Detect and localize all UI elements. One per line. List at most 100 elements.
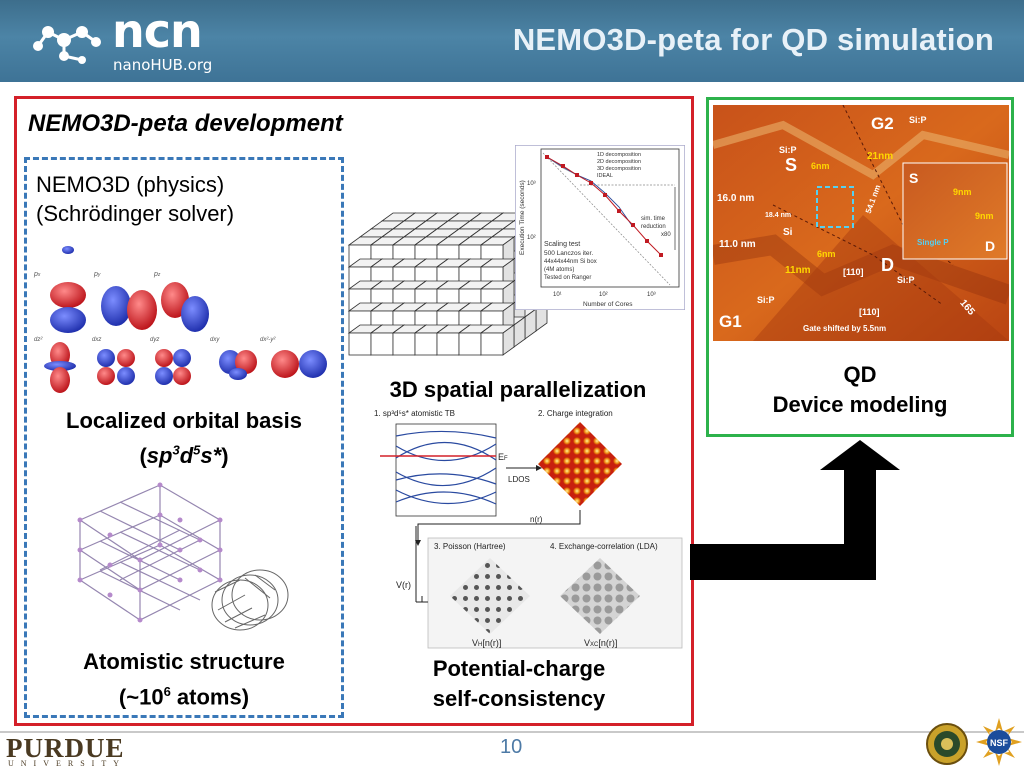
pz-orbital-icon: [161, 282, 209, 332]
dxz-orbital-icon: [97, 349, 135, 385]
py-orbital-icon: [101, 286, 157, 330]
potential-caption: Potential-charge self-consistency: [392, 654, 646, 714]
label-sip-4: Si:P: [897, 275, 915, 285]
chart-annot-reduction-3: x80: [661, 232, 671, 238]
flow-step-4: 4. Exchange-correlation (LDA): [550, 542, 658, 551]
development-title: NEMO3D-peta development: [28, 110, 343, 137]
flow-step-2: 2. Charge integration: [538, 409, 613, 418]
inset-label-d: D: [985, 238, 995, 254]
development-box: [14, 96, 694, 726]
label-6nm-a: 6nm: [811, 161, 830, 171]
atomistic-sup-6: 6: [163, 684, 171, 699]
label-110-a: [110]: [843, 267, 864, 277]
ncn-logo-text: ncn: [112, 4, 203, 58]
page-number: 10: [500, 736, 523, 758]
atomistic-caption: Atomistic structure (~106 atoms): [36, 647, 332, 712]
inset-label-9nm-b: 9nm: [975, 211, 994, 221]
label-g1: G1: [719, 312, 742, 331]
chart-annot-test-5: Tested on Ranger: [544, 275, 591, 281]
orbital-sp: sp: [146, 443, 173, 469]
label-s: S: [785, 155, 797, 175]
chart-annot-reduction-1: sim. time: [641, 216, 666, 222]
vxc-label: VXC[n(r)]: [584, 638, 617, 648]
dz2-orbital-icon: [44, 342, 76, 393]
qd-zoom-region: [816, 186, 854, 228]
orbital-close-paren: ): [221, 443, 229, 469]
orbital-label-pz: pz: [153, 271, 161, 278]
flow-step-3: 3. Poisson (Hartree): [434, 542, 506, 551]
orbital-label-dxz: dxz: [92, 337, 101, 343]
label-sip-3: Si:P: [757, 295, 775, 305]
s-orbital-icon: [62, 246, 74, 254]
qd-caption: QD Device modeling: [710, 360, 1010, 420]
orbital-label-dyz: dyz: [150, 337, 159, 343]
label-sip-2: Si:P: [779, 145, 797, 155]
flow-arrow-icon: [690, 440, 900, 580]
chart-ytick-1000: 10³: [527, 181, 536, 187]
potential-caption-line-2: self-consistency: [432, 686, 606, 711]
flow-step-1: 1. sp³d⁵s* atomistic TB: [374, 409, 455, 418]
label-g2: G2: [871, 114, 894, 133]
orbital-caption: Localized orbital basis (sp3d5s*): [36, 406, 332, 471]
chart-ytick-100: 10²: [527, 235, 536, 241]
orbital-label-dxy: dxy: [210, 337, 220, 343]
label-sip-1: Si:P: [909, 115, 927, 125]
seal-logo-icon: [926, 723, 968, 765]
dxy-orbital-icon: [219, 350, 257, 380]
atomistic-pre: (~10: [118, 684, 164, 710]
orbital-sup-5: 5: [193, 443, 201, 458]
atomistic-post: atoms): [170, 684, 250, 710]
band-structure-plot: EF: [380, 423, 508, 517]
orbital-label-py: py: [93, 271, 101, 278]
chart-annot-reduction-2: reduction: [641, 224, 666, 230]
chart-legend-ideal: IDEAL: [597, 173, 613, 179]
xc-potential-map: [560, 558, 640, 634]
chart-legend-2d: 2D decomposition: [597, 159, 641, 165]
slide-title: NEMO3D-peta for QD simulation: [512, 22, 994, 57]
nanotube-icon: [211, 569, 289, 631]
chart-xtick-10: 10¹: [553, 292, 562, 298]
parallelization-caption: 3D spatial parallelization: [389, 377, 647, 402]
chart-legend-3d: 3D decomposition: [597, 166, 641, 172]
label-21nm: 21nm: [867, 151, 893, 162]
chart-annot-test-4: (4M atoms): [544, 267, 574, 273]
purdue-university-logo: UNIVERSITY: [8, 759, 126, 768]
vh-label: VH[n(r)]: [472, 638, 501, 648]
orbital-caption-line-2: (sp3d5s*): [36, 436, 332, 471]
qd-device-box: [706, 97, 1014, 437]
scaling-chart: Execution Time (seconds) Number of Cores…: [515, 145, 685, 310]
orbital-caption-line-1: Localized orbital basis: [66, 408, 302, 433]
flow-nr-label: n(r): [530, 515, 543, 524]
qd-caption-line-1: QD: [843, 362, 877, 387]
footer-divider: [0, 731, 1024, 733]
potential-caption-line-1: Potential-charge: [432, 656, 606, 681]
orbital-open-paren: (: [139, 443, 147, 469]
self-consistency-flow-figure: 1. sp³d⁵s* atomistic TB 2. Charge integr…: [374, 409, 683, 649]
dx2y2-orbital-icon: [271, 350, 327, 378]
stm-device-image: G2 Si:P Si:P S D G1 Si:P Si:P Si 16.0 nm…: [713, 105, 1009, 341]
nemo3d-line-2: (Schrödinger solver): [36, 201, 235, 226]
chart-legend-1d: 1D decomposition: [597, 152, 641, 158]
label-d: D: [881, 255, 894, 275]
inset-label-single-p: Single P: [917, 238, 949, 247]
chart-xtick-100: 10²: [599, 292, 608, 298]
chart-xlabel: Number of Cores: [583, 301, 633, 308]
orbital-label-dx2y2: dx²-y²: [260, 337, 276, 343]
ncn-molecule-icon: [33, 26, 101, 64]
chart-annot-test-1: Scaling test: [544, 241, 580, 248]
atomistic-caption-line-2: (~106 atoms): [36, 677, 332, 712]
chart-annot-test-3: 44x44x44nm Si box: [544, 259, 597, 265]
orbital-s: s*: [200, 443, 222, 469]
hartree-potential-map: [450, 558, 530, 634]
flow-vr-label: V(r): [396, 580, 411, 590]
chart-ylabel: Execution Time (seconds): [519, 180, 526, 255]
orbital-sup-3: 3: [172, 443, 180, 458]
cube-cell: [479, 324, 516, 356]
physics-box: [24, 157, 344, 718]
3d-decomposition-cubes-figure: [347, 212, 549, 356]
orbital-label-dz2: dz²: [34, 337, 43, 343]
orbital-shapes-figure: px py pz dz² dxz dyz dxy dx²-y²: [33, 246, 327, 393]
label-110-b: [110]: [859, 307, 880, 317]
purdue-logo: PURDUE: [6, 733, 125, 763]
